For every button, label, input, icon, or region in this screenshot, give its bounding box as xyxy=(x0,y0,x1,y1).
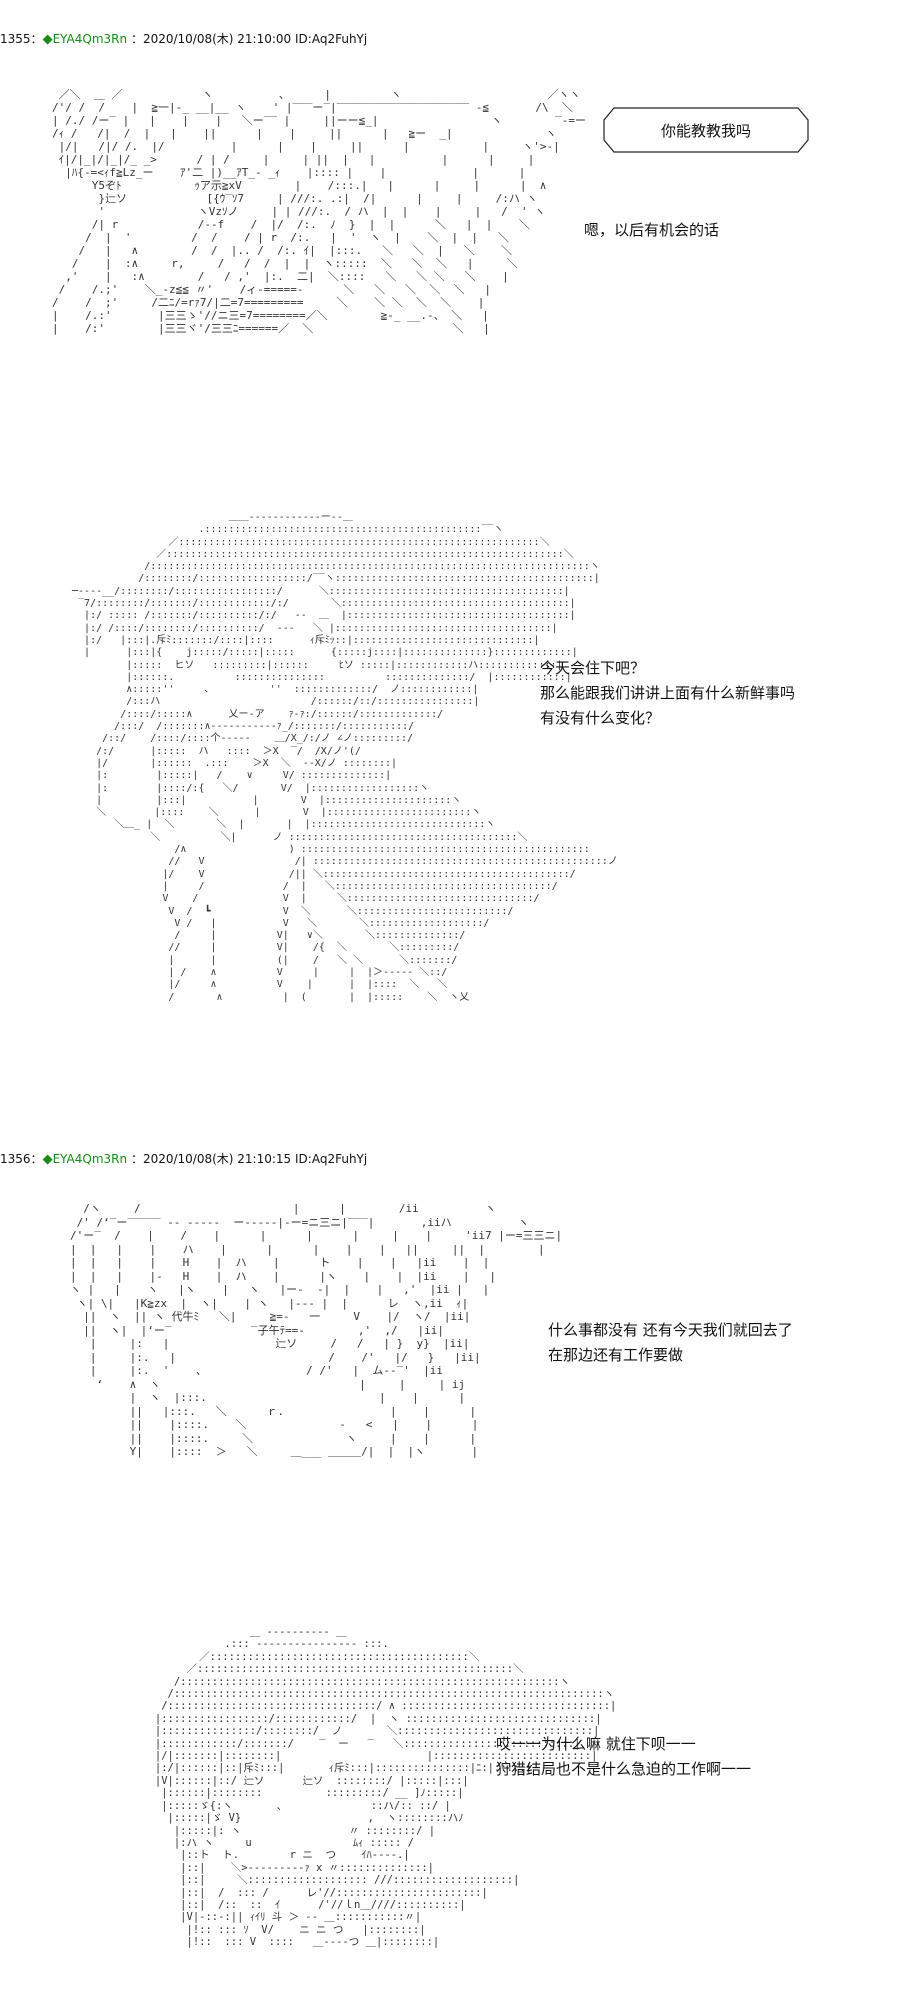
poster-id: ID:Aq2FuhYj xyxy=(295,32,368,46)
dialogue-line: 狩猎结局也不是什么急迫的工作啊一一 xyxy=(496,1759,752,1778)
post-separator: ： xyxy=(30,32,43,46)
dialogue-block-3: 什么事都没有 还有今天我们就回去了 在那边还有工作要做 xyxy=(548,1318,793,1368)
speech-bubble: 你能教教我吗 xyxy=(600,104,812,156)
dialogue-line: 那么能跟我们讲讲上面有什么新鲜事吗 xyxy=(540,683,796,702)
dialogue-line: 今天会住下吧？ xyxy=(540,659,646,677)
dialogue-line: 什么事都没有 还有今天我们就回去了 xyxy=(548,1321,793,1339)
post-header-1356: 1356：◆EYA4Qm3Rn ：2020/10/08(木) 21:10:15 … xyxy=(0,1150,367,1167)
poster-id: ID:Aq2FuhYj xyxy=(295,1152,368,1166)
post-datetime: ：2020/10/08(木) 21:10:15 xyxy=(130,1152,292,1166)
trip-diamond-icon: ◆ xyxy=(42,32,53,47)
dialogue-line: 有没有什么变化？ xyxy=(540,708,661,727)
post-number: 1355 xyxy=(0,32,31,46)
post-separator: ： xyxy=(30,1152,43,1166)
post-datetime: ：2020/10/08(木) 21:10:00 xyxy=(130,32,292,46)
ascii-art-scene-2: ＿＿-‐‐‐‐‐‐‐‐‐‐‐ー‐‐＿ .::::::::::::::::::::… xyxy=(72,512,618,1003)
ascii-art-scene-3: /ヽ / | | /ii ヽ /' /‘‾ー‾‾‾‾‾ ‐‐ ‐‐‐‐‐ ー‐‐… xyxy=(70,1202,563,1458)
dialogue-line: 在那边还有工作要做 xyxy=(548,1345,684,1364)
dialogue-line: 嗯，以后有机会的话 xyxy=(584,221,720,239)
poster-trip[interactable]: EYA4Qm3Rn xyxy=(52,1152,128,1166)
post-number: 1356 xyxy=(0,1152,31,1166)
ascii-art-scene-1: ／＼ ＿ ／ ヽ ､ | ヽ ／ヽヽ /'/ / / | ≧一|-_ __|__… xyxy=(52,88,586,335)
dialogue-block-2: 今天会住下吧？ 那么能跟我们讲讲上面有什么新鲜事吗 有没有什么变化？ xyxy=(540,656,795,730)
ascii-art-scene-4: ＿ ‐‐‐‐‐‐‐‐‐‐ ＿ .::: ‐‐‐‐‐‐‐‐‐‐‐‐‐‐‐‐ :::… xyxy=(154,1626,617,1949)
post-header-1355: 1355：◆EYA4Qm3Rn ：2020/10/08(木) 21:10:00 … xyxy=(0,30,367,47)
dialogue-reply-1: 嗯，以后有机会的话 xyxy=(584,218,719,243)
speech-bubble-outline xyxy=(603,107,809,153)
poster-trip[interactable]: EYA4Qm3Rn xyxy=(52,32,128,46)
dialogue-line: 哎一一为什么嘛 就住下呗一一 xyxy=(496,1735,696,1753)
bubble-text: 你能教教我吗 xyxy=(660,121,751,140)
trip-diamond-icon: ◆ xyxy=(42,1152,53,1167)
dialogue-block-4: 哎一一为什么嘛 就住下呗一一 狩猎结局也不是什么急迫的工作啊一一 xyxy=(496,1732,751,1782)
